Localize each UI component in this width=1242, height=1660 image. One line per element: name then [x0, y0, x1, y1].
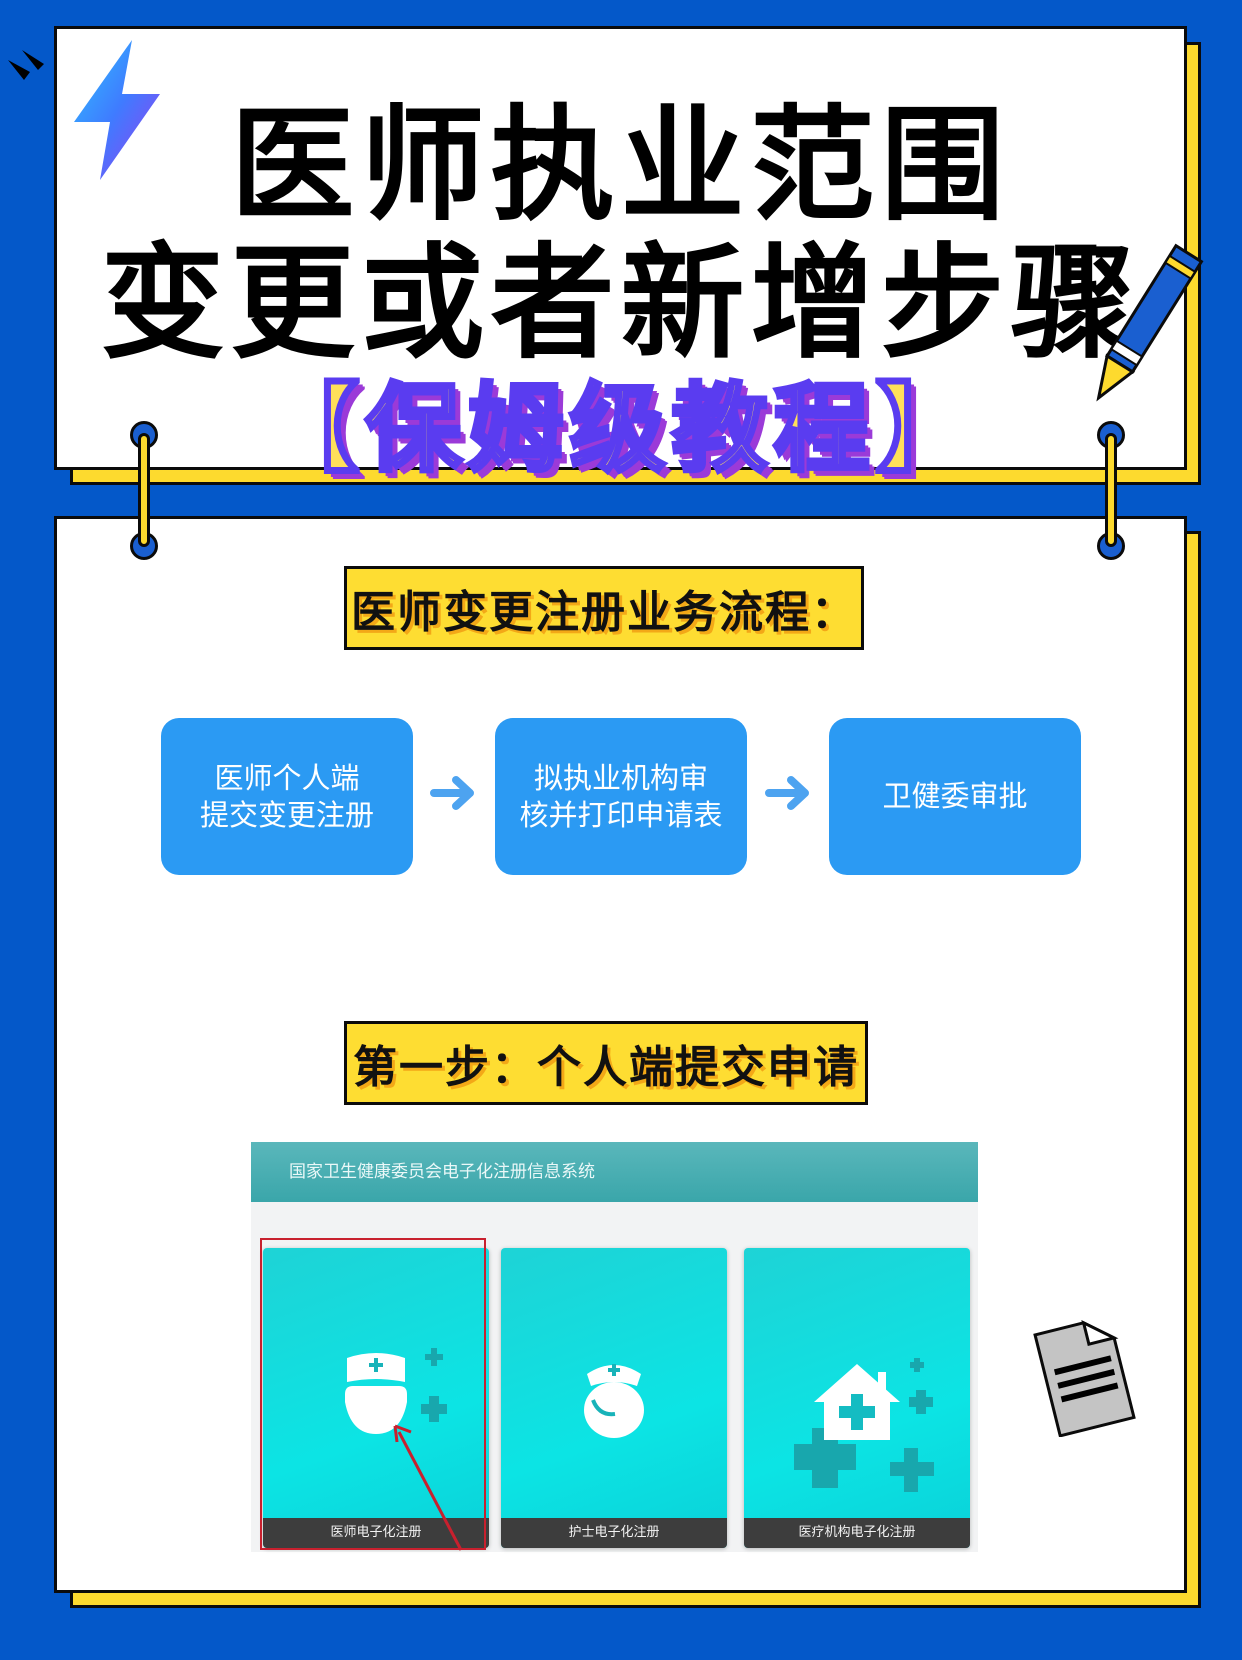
pencil-icon: [1076, 240, 1206, 424]
plus-decor-icon: [425, 1354, 443, 1360]
doctor-icon: [341, 1348, 411, 1442]
plus-decor-icon: [421, 1404, 447, 1414]
page-title-line2: 变更或者新增步骤: [100, 232, 1141, 376]
flow-step-2: 拟执业机构审 核并打印申请表: [495, 718, 747, 875]
page-title-line1: 医师执业范围: [230, 94, 1011, 238]
plus-decor-icon: [909, 1397, 933, 1407]
hospital-icon: [812, 1362, 902, 1446]
section-heading-step1: 第一步：个人端提交申请: [344, 1021, 868, 1105]
annotation-arrow-icon: [391, 1422, 471, 1556]
page-subtitle: 【保姆级教程】: [262, 371, 978, 487]
flow-step-3-line1: 卫健委审批: [882, 779, 1028, 813]
card-institution-registration[interactable]: 医疗机构电子化注册: [744, 1248, 970, 1548]
plus-decor-icon: [890, 1462, 934, 1476]
nurse-icon: [579, 1356, 649, 1442]
card-label: 医疗机构电子化注册: [744, 1518, 970, 1548]
card-doctor-registration[interactable]: 医师电子化注册: [263, 1248, 489, 1548]
highlight-box: [260, 1238, 486, 1550]
card-label: 护士电子化注册: [501, 1518, 727, 1548]
flow-step-1-line2: 提交变更注册: [199, 797, 374, 832]
ring-connector-right: [1105, 433, 1117, 547]
plus-decor-icon: [794, 1444, 856, 1470]
spark-marks-icon: [4, 50, 54, 104]
arrow-right-icon: [765, 770, 811, 824]
flow-step-1: 医师个人端 提交变更注册: [161, 718, 413, 875]
plus-decor-icon: [910, 1362, 924, 1368]
lightning-icon: [74, 38, 164, 192]
section-heading-process: 医师变更注册业务流程：: [344, 566, 864, 650]
flow-step-3: 卫健委审批: [829, 718, 1081, 875]
system-title: 国家卫生健康委员会电子化注册信息系统: [251, 1142, 978, 1202]
document-icon: [1030, 1312, 1140, 1441]
flow-step-2-line1: 拟执业机构审: [533, 760, 708, 795]
arrow-right-icon: [430, 770, 476, 824]
flow-step-1-line1: 医师个人端: [214, 760, 360, 795]
flow-step-2-line2: 核并打印申请表: [519, 797, 723, 832]
ring-connector-left: [138, 433, 150, 547]
card-nurse-registration[interactable]: 护士电子化注册: [501, 1248, 727, 1548]
system-screenshot: 国家卫生健康委员会电子化注册信息系统 医师电子化注册 护士电子化注册: [251, 1142, 978, 1552]
title-panel: 医师执业范围 变更或者新增步骤 【保姆级教程】: [54, 26, 1187, 487]
